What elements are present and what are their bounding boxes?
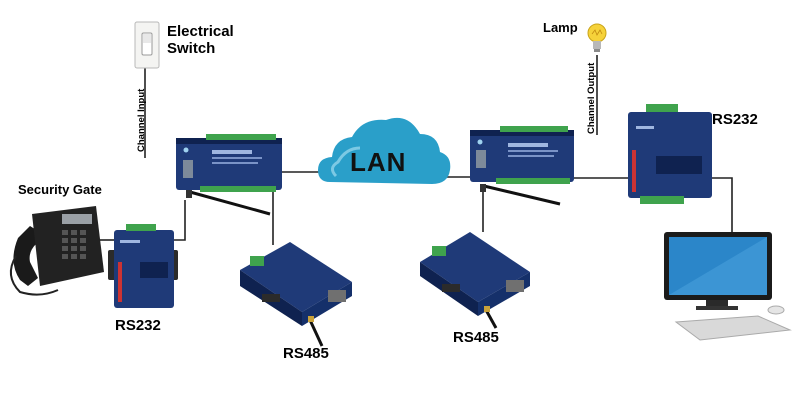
antenna-icon	[186, 190, 271, 216]
label-rs232-right: RS232	[712, 111, 758, 128]
serial-converter-icon	[108, 224, 178, 308]
desk-phone-icon	[9, 206, 104, 296]
label-channel-input: Channel Input	[136, 88, 147, 152]
line-rs232-to-pc	[712, 177, 733, 238]
label-lan: LAN	[350, 147, 407, 177]
serial-converter-icon	[240, 242, 352, 347]
line-controller-to-rs232-left	[172, 200, 186, 241]
serial-converter-icon	[420, 232, 530, 329]
label-rs232-left: RS232	[115, 317, 161, 334]
router-icon	[176, 134, 282, 192]
cloud-icon	[318, 117, 451, 184]
antenna-icon	[480, 184, 561, 206]
label-security-gate: Security Gate	[18, 182, 102, 197]
label-electrical-switch-line2: Switch	[167, 39, 216, 57]
label-electrical-switch: Electrical Switch	[167, 23, 234, 57]
router-icon	[470, 126, 574, 184]
serial-converter-icon	[628, 104, 712, 204]
computer-icon	[664, 232, 792, 341]
label-lamp: Lamp	[543, 20, 578, 35]
label-rs485-right: RS485	[453, 329, 499, 346]
light-bulb-icon	[587, 23, 607, 52]
label-electrical-switch-line1: Electrical	[167, 23, 234, 40]
light-switch-icon	[134, 21, 160, 69]
label-rs485-left: RS485	[283, 345, 329, 362]
label-channel-output: Channel Output	[586, 62, 597, 134]
